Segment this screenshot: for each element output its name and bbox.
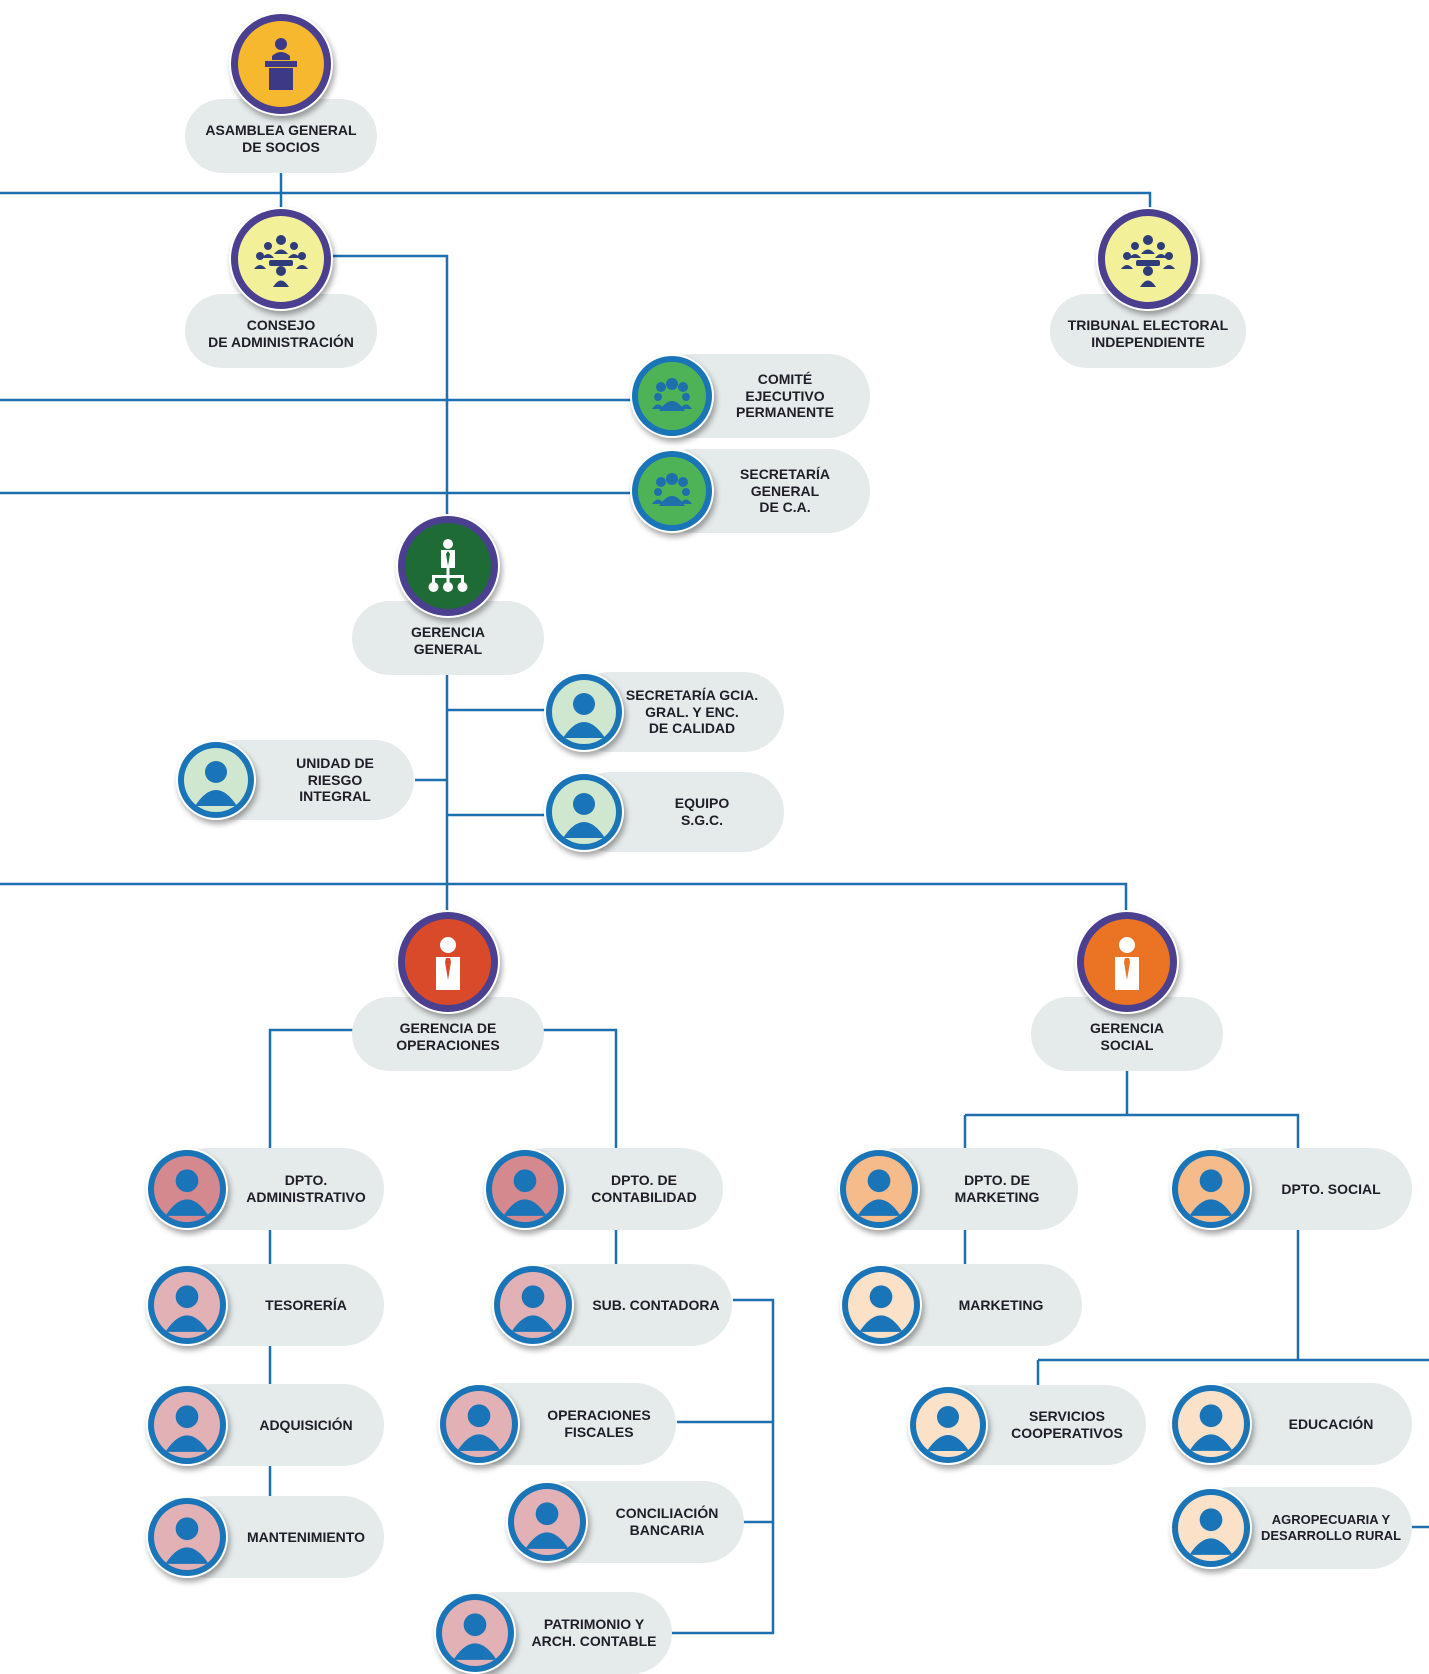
node-label: GERENCIA DE OPERACIONES [396, 1020, 500, 1053]
node-circle-comite [630, 354, 714, 438]
people-group-icon [652, 473, 692, 506]
podium-speaker-icon [265, 38, 297, 90]
node-circle-conciliacion [506, 1481, 588, 1563]
person-icon [165, 1517, 209, 1564]
person-icon [195, 761, 237, 806]
node-label: ADQUISICIÓN [259, 1416, 353, 1433]
node-circle-educacion [1170, 1383, 1252, 1465]
node-label: CONCILIACIÓN BANCARIA [615, 1505, 719, 1538]
manager-tie-icon [1115, 937, 1139, 990]
person-icon [1189, 1169, 1233, 1216]
node-circle-operaciones-fiscales [438, 1383, 520, 1465]
node-label: DPTO. SOCIAL [1281, 1180, 1381, 1197]
person-icon [165, 1285, 209, 1332]
people-group-icon [652, 378, 692, 411]
node-label: GERENCIA GENERAL [411, 624, 485, 657]
meeting-group-icon [1121, 235, 1175, 287]
node-circle-dpto-administrativo [146, 1148, 228, 1230]
node-circle-gerencia-social [1075, 910, 1179, 1014]
node-circle-secretaria-ca [630, 449, 714, 533]
org-hierarchy-icon [428, 539, 468, 592]
node-label: EDUCACIÓN [1288, 1415, 1374, 1432]
node-label: DPTO. DE MARKETING [954, 1172, 1040, 1205]
person-icon [859, 1285, 903, 1332]
node-label: DPTO. DE CONTABILIDAD [591, 1172, 697, 1205]
node-circle-mantenimiento [146, 1496, 228, 1578]
node-circle-secretaria-gcia [544, 672, 624, 752]
person-icon [1189, 1404, 1233, 1451]
node-circle-sub-contadora [492, 1264, 574, 1346]
node-circle-unidad-riesgo [176, 740, 256, 820]
node-label: ASAMBLEA GENERAL DE SOCIOS [205, 122, 357, 155]
node-label: MARKETING [958, 1296, 1044, 1313]
node-circle-tribunal [1096, 207, 1200, 311]
node-label: UNIDAD DE RIESGO INTEGRAL [296, 754, 374, 805]
node-label: TRIBUNAL ELECTORAL INDEPENDIENTE [1067, 317, 1229, 350]
person-icon [457, 1404, 501, 1451]
node-label: CONSEJO DE ADMINISTRACIÓN [208, 317, 354, 350]
node-label: MANTENIMIENTO [247, 1528, 365, 1545]
node-label: SUB. CONTADORA [592, 1296, 720, 1313]
person-icon [927, 1406, 969, 1451]
person-icon [165, 1405, 209, 1452]
person-icon [525, 1502, 569, 1549]
node-circle-marketing [840, 1264, 922, 1346]
meeting-group-icon [254, 235, 308, 287]
node-circle-agropecuaria [1170, 1487, 1252, 1569]
node-label: EQUIPO S.G.C. [674, 795, 730, 828]
person-icon [563, 793, 605, 838]
node-circle-servicios [908, 1385, 988, 1465]
node-label: GERENCIA SOCIAL [1090, 1020, 1164, 1053]
node-label: SERVICIOS COOPERATIVOS [1011, 1408, 1123, 1441]
node-circle-consejo [229, 207, 333, 311]
node-circle-gerencia-operaciones [396, 910, 500, 1014]
node-circle-dpto-contabilidad [484, 1148, 566, 1230]
node-label: COMITÉ EJECUTIVO PERMANENTE [735, 370, 834, 421]
node-circle-asamblea [229, 12, 333, 116]
node-label: PATRIMONIO Y ARCH. CONTABLE [531, 1616, 657, 1649]
person-icon [1189, 1508, 1233, 1555]
manager-tie-icon [436, 937, 460, 990]
person-icon [453, 1613, 497, 1660]
person-icon [165, 1169, 209, 1216]
node-circle-tesoreria [146, 1264, 228, 1346]
node-label: SECRETARÍA GENERAL DE C.A. [740, 465, 830, 516]
node-label: AGROPECUARIA Y DESARROLLO RURAL [1260, 1512, 1402, 1543]
node-circle-equipo-sgc [544, 772, 624, 852]
node-label: TESORERÍA [265, 1296, 347, 1313]
node-circle-gerencia-general [396, 514, 500, 618]
node-circle-dpto-social [1170, 1148, 1252, 1230]
node-label: DPTO. ADMINISTRATIVO [246, 1172, 366, 1205]
person-icon [503, 1169, 547, 1216]
node-label: OPERACIONES FISCALES [547, 1407, 651, 1440]
node-label: SECRETARÍA GCIA. GRAL. Y ENC. DE CALIDAD [625, 686, 759, 737]
node-circle-dpto-marketing [838, 1148, 920, 1230]
node-circle-patrimonio [434, 1592, 516, 1674]
person-icon [511, 1285, 555, 1332]
person-icon [563, 693, 605, 738]
node-circle-adquisicion [146, 1384, 228, 1466]
person-icon [857, 1169, 901, 1216]
